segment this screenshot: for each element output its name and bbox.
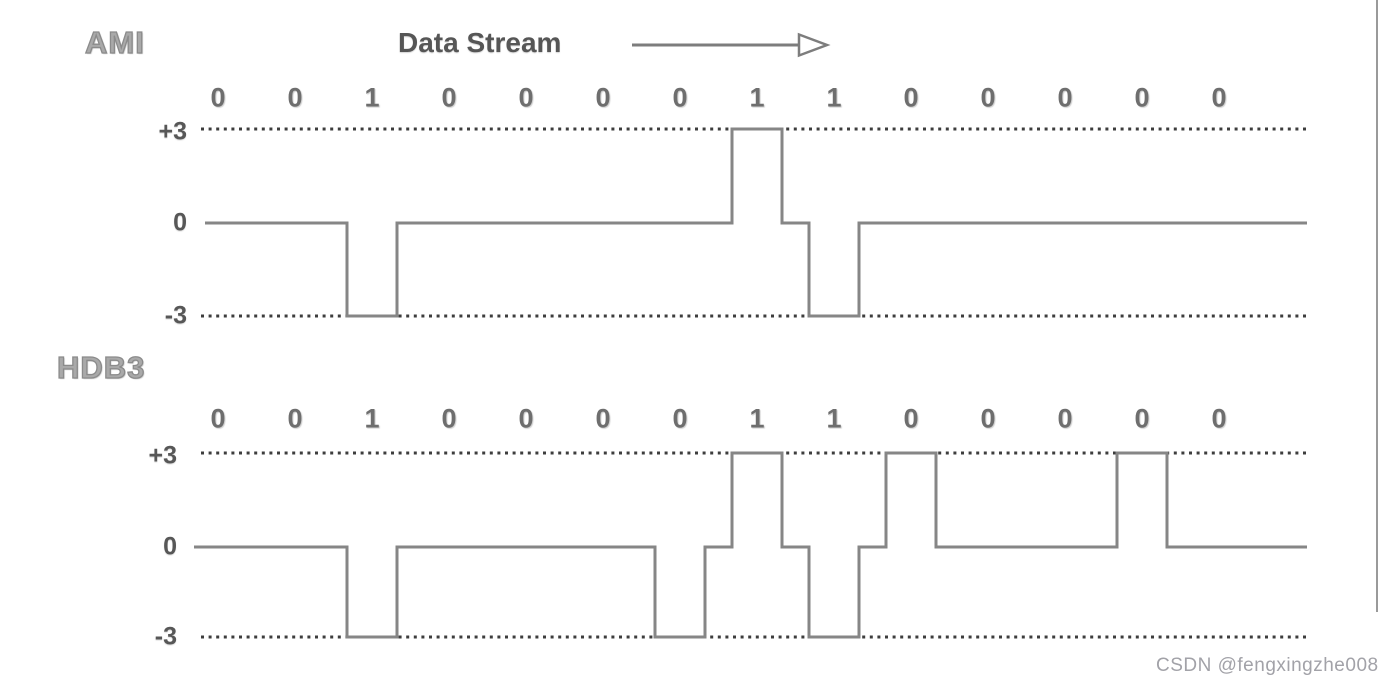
ami-bit-4: 0 [441, 82, 457, 113]
hdb3-bit-14: 0 [1211, 403, 1227, 434]
ami-bit-12: 0 [1057, 82, 1073, 113]
hdb3-tick-0: 0 [163, 532, 177, 561]
page-right-border [1376, 0, 1378, 612]
hdb3-bit-4: 0 [441, 403, 457, 434]
csdn-watermark: CSDN @fengxingzhe008 [1156, 655, 1379, 676]
ami-waveform [205, 127, 1307, 318]
hdb3-bit-13: 0 [1134, 403, 1150, 434]
ami-tick-plus3: +3 [158, 117, 187, 146]
ami-bit-9: 1 [826, 82, 842, 113]
hdb3-bit-10: 0 [903, 403, 919, 434]
ami-bit-11: 0 [980, 82, 996, 113]
ami-bit-10: 0 [903, 82, 919, 113]
ami-bit-2: 0 [287, 82, 303, 113]
hdb3-bit-12: 0 [1057, 403, 1073, 434]
ami-bit-8: 1 [749, 82, 765, 113]
hdb3-bit-3: 1 [364, 403, 380, 434]
hdb3-bit-5: 0 [518, 403, 534, 434]
ami-bit-1: 0 [210, 82, 226, 113]
hdb3-bit-6: 0 [595, 403, 611, 434]
ami-bit-3: 1 [364, 82, 380, 113]
ami-bit-13: 0 [1134, 82, 1150, 113]
hdb3-bit-9: 1 [826, 403, 842, 434]
hdb3-bit-8: 1 [749, 403, 765, 434]
ami-tick-0: 0 [173, 208, 187, 237]
hdb3-bit-7: 0 [672, 403, 688, 434]
hdb3-waveform [194, 451, 1307, 639]
hdb3-section-label: HDB3 [56, 349, 146, 385]
ami-bit-7: 0 [672, 82, 688, 113]
hdb3-tick-minus3: -3 [154, 622, 177, 651]
data-stream-arrow [632, 32, 831, 58]
ami-bit-14: 0 [1211, 82, 1227, 113]
ami-tick-minus3: -3 [164, 301, 187, 330]
hdb3-bit-11: 0 [980, 403, 996, 434]
hdb3-bit-2: 0 [287, 403, 303, 434]
ami-bit-5: 0 [518, 82, 534, 113]
ami-section-label: AMI [84, 24, 145, 60]
data-stream-label: Data Stream [398, 27, 562, 58]
hdb3-bit-1: 0 [210, 403, 226, 434]
hdb3-tick-plus3: +3 [148, 441, 177, 470]
ami-bit-6: 0 [595, 82, 611, 113]
